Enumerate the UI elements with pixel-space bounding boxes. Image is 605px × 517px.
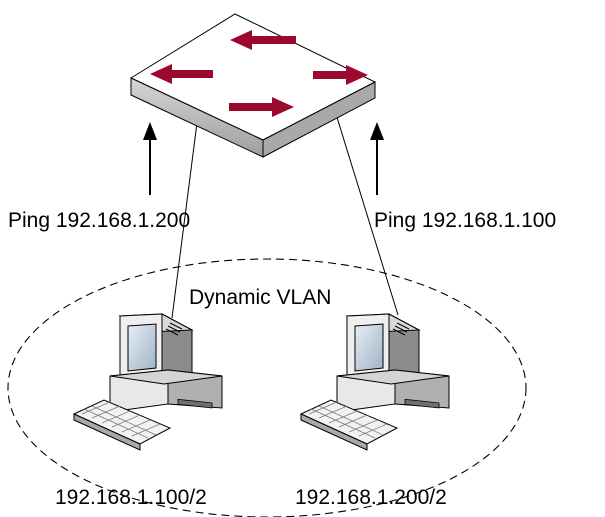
vlan-boundary xyxy=(7,258,527,517)
arrow-up-left-icon xyxy=(143,122,157,195)
network-switch-icon xyxy=(129,13,377,158)
host-left-ip-label: 192.168.1.100/2 xyxy=(55,486,207,509)
arrow-up-right-icon xyxy=(370,122,384,195)
ping-right-label: Ping 192.168.1.100 xyxy=(374,209,556,232)
desktop-computer-icon xyxy=(72,313,223,451)
vlan-label: Dynamic VLAN xyxy=(189,286,331,309)
link-right xyxy=(326,84,399,316)
ping-left-label: Ping 192.168.1.200 xyxy=(8,209,190,232)
host-right-ip-label: 192.168.1.200/2 xyxy=(295,486,447,509)
desktop-computer-icon xyxy=(299,313,450,451)
link-left xyxy=(171,114,199,319)
